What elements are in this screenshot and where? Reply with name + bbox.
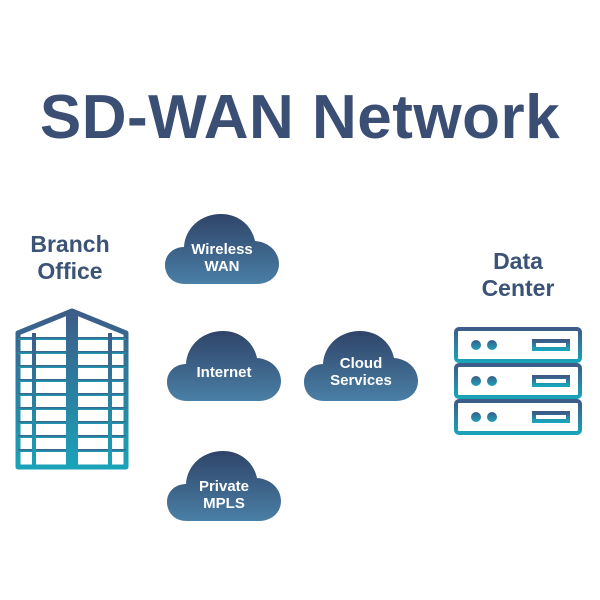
diagram-title: SD-WAN Network [39, 83, 561, 152]
cloud-private-mpls: Private MPLS [165, 445, 283, 523]
cloud-label: Internet [196, 364, 252, 381]
branch-office-label: Branch Office [10, 231, 130, 285]
cloud-internet: Internet [165, 325, 283, 403]
data-center-label: Data Center [458, 248, 578, 302]
cloud-icon [165, 214, 279, 284]
server-rack-icon [454, 327, 582, 435]
branch-office-label-text: Branch Office [30, 231, 110, 284]
data-center-label-text: Data Center [481, 248, 555, 301]
cloud-icon [167, 331, 281, 401]
cloud-label: Wireless WAN [191, 241, 253, 275]
cloud-icon [304, 331, 418, 401]
cloud-label: Private MPLS [198, 478, 250, 512]
cloud-label: Cloud Services [330, 355, 392, 389]
cloud-icon [167, 451, 281, 521]
cloud-wireless-wan: Wireless WAN [163, 208, 281, 286]
cloud-cloud-services: Cloud Services [302, 325, 420, 403]
office-building-icon [15, 308, 129, 470]
